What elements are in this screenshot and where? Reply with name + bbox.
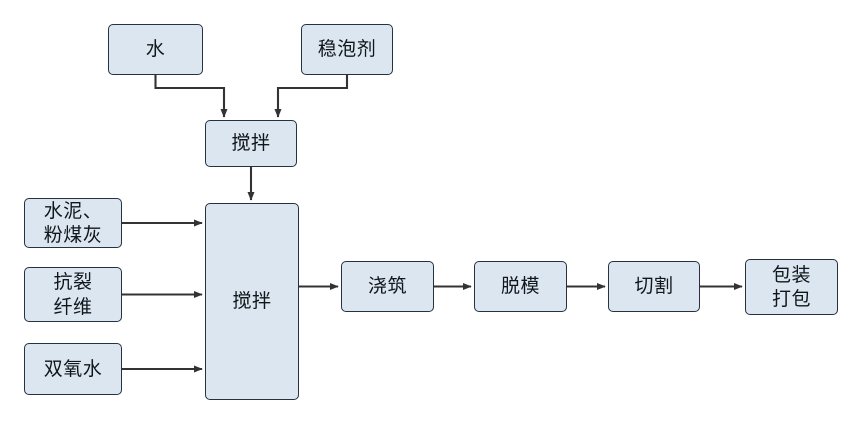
node-casting[interactable]: 浇筑	[341, 261, 434, 312]
edge-water-to-mix-small	[154, 75, 228, 118]
node-mix-small[interactable]: 搅拌	[205, 120, 297, 167]
node-hydrogen-peroxide[interactable]: 双氧水	[24, 343, 122, 395]
node-foam-agent[interactable]: 稳泡剂	[301, 24, 393, 75]
edge-foam-to-mix-small	[274, 75, 349, 118]
node-cutting[interactable]: 切割	[608, 261, 700, 312]
node-anti-crack-fiber[interactable]: 抗裂 纤维	[24, 267, 122, 322]
node-water[interactable]: 水	[108, 24, 203, 75]
node-cement-fly-ash[interactable]: 水泥、 粉煤灰	[24, 198, 122, 248]
node-mix-large[interactable]: 搅拌	[205, 203, 299, 400]
node-demolding[interactable]: 脱模	[474, 261, 567, 312]
node-packaging[interactable]: 包装 打包	[745, 259, 838, 315]
